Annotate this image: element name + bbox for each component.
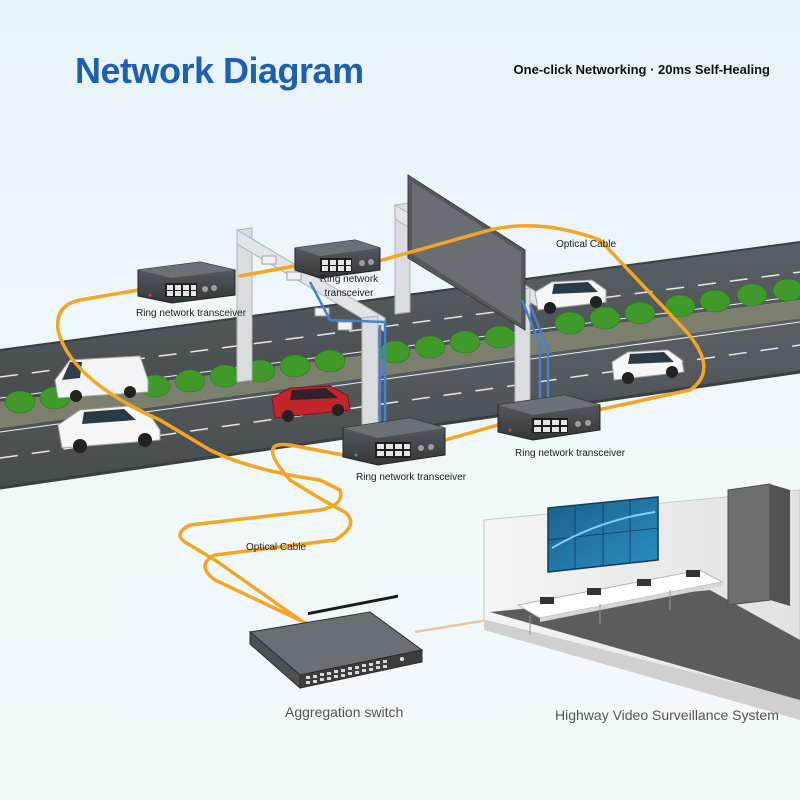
ring-transceiver-center-device bbox=[342, 417, 446, 466]
van-white bbox=[54, 355, 149, 402]
label-surveillance-system: Highway Video Surveillance System bbox=[555, 707, 779, 723]
link-to-control-room bbox=[414, 618, 489, 634]
ring-transceiver-left-device bbox=[137, 261, 236, 304]
car-white-right bbox=[611, 349, 685, 384]
label-optical-cable-top: Optical Cable bbox=[556, 239, 617, 250]
label-ring-transceiver-top: Ring network transceiver bbox=[310, 273, 388, 301]
label-aggregation-switch: Aggregation switch bbox=[285, 704, 404, 720]
label-ring-transceiver-top-line2: transceiver bbox=[324, 288, 374, 299]
control-room bbox=[483, 483, 800, 720]
page-title: Network Diagram bbox=[75, 50, 364, 91]
label-optical-cable-bottom: Optical Cable bbox=[246, 542, 307, 553]
overhead-sign-board bbox=[407, 174, 526, 331]
label-ring-transceiver-top-line1: Ring network bbox=[319, 274, 379, 285]
car-red bbox=[271, 385, 351, 422]
label-ring-transceiver-center: Ring network transceiver bbox=[356, 472, 467, 483]
label-ring-transceiver-left: Ring network transceiver bbox=[136, 308, 247, 319]
aggregation-switch-device bbox=[248, 594, 424, 690]
label-ring-transceiver-right: Ring network transceiver bbox=[515, 448, 626, 459]
car-white-left bbox=[57, 405, 161, 453]
ring-transceiver-right-device bbox=[497, 394, 601, 441]
car-white-upper bbox=[534, 279, 607, 314]
gantry-left bbox=[236, 227, 386, 448]
ring-transceiver-top-device bbox=[294, 239, 381, 279]
page-tagline: One-click Networking · 20ms Self-Healing bbox=[513, 62, 770, 77]
optical-cable-ring bbox=[55, 224, 706, 627]
copper-cables bbox=[308, 281, 550, 428]
